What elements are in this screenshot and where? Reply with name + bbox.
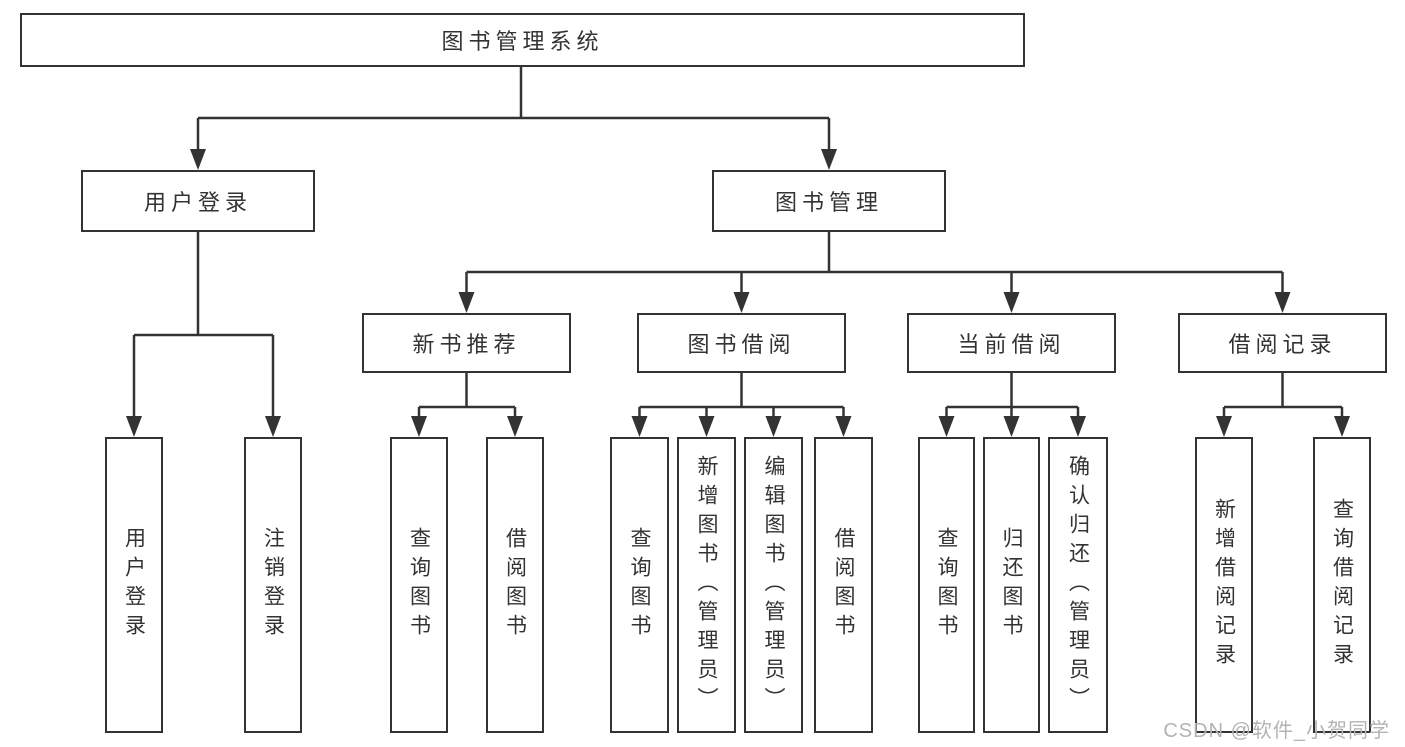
connector-root-to-level2 (196, 67, 831, 152)
node-leaf-query-borrow-record: 查询借阅记录 (1313, 437, 1371, 733)
arrow-icon (631, 416, 648, 437)
node-leaf-query-books-3-label: 查询图书 (935, 527, 959, 643)
node-book-management: 图书管理 (712, 170, 946, 232)
node-leaf-edit-books-admin: 编辑图书（管理员） (744, 437, 803, 733)
node-leaf-user-login: 用户登录 (105, 437, 163, 733)
arrow-icon (1334, 416, 1350, 437)
arrow-icon (1003, 292, 1020, 313)
arrow-icon (458, 292, 475, 313)
node-leaf-edit-books-admin-label: 编辑图书（管理员） (762, 454, 786, 716)
node-user-login: 用户登录 (81, 170, 315, 232)
arrowheads (126, 149, 1350, 437)
arrow-icon (126, 416, 142, 437)
node-new-book-recommend-label: 新书推荐 (412, 332, 521, 357)
connector-book-borrow-to-leaves (638, 373, 845, 419)
node-leaf-confirm-return-admin-label: 确认归还（管理员） (1066, 454, 1090, 716)
node-root: 图书管理系统 (20, 13, 1025, 67)
node-leaf-query-borrow-record-label: 查询借阅记录 (1330, 498, 1354, 672)
node-new-book-recommend: 新书推荐 (362, 313, 571, 373)
node-book-borrow-label: 图书借阅 (687, 332, 796, 357)
node-root-label: 图书管理系统 (441, 29, 604, 54)
node-current-borrow: 当前借阅 (907, 313, 1116, 373)
node-leaf-logout-label: 注销登录 (261, 527, 285, 643)
arrow-icon (1003, 416, 1020, 437)
node-leaf-query-books-1: 查询图书 (390, 437, 448, 733)
node-borrow-records: 借阅记录 (1178, 313, 1387, 373)
arrow-icon (507, 416, 523, 437)
node-current-borrow-label: 当前借阅 (957, 332, 1066, 357)
node-leaf-confirm-return-admin: 确认归还（管理员） (1048, 437, 1108, 733)
node-leaf-borrow-books-1-label: 借阅图书 (503, 527, 527, 643)
node-leaf-add-books-admin-label: 新增图书（管理员） (695, 454, 719, 716)
arrow-icon (265, 416, 281, 437)
node-leaf-query-books-3: 查询图书 (918, 437, 975, 733)
connector-book-management-to-level3 (465, 232, 1284, 295)
node-user-login-label: 用户登录 (143, 190, 252, 215)
arrow-icon (190, 149, 206, 170)
connector-borrow-records-to-leaves (1222, 373, 1344, 419)
arrow-icon (835, 416, 852, 437)
node-leaf-logout: 注销登录 (244, 437, 302, 733)
arrow-icon (765, 416, 782, 437)
arrow-icon (1216, 416, 1232, 437)
arrow-icon (698, 416, 715, 437)
csdn-watermark: CSDN @软件_小贺同学 (1163, 720, 1390, 742)
arrow-icon (1274, 292, 1291, 313)
node-leaf-query-books-2: 查询图书 (610, 437, 669, 733)
node-leaf-query-books-2-label: 查询图书 (628, 527, 652, 643)
arrow-icon (821, 149, 837, 170)
node-leaf-add-books-admin: 新增图书（管理员） (677, 437, 736, 733)
node-leaf-return-books: 归还图书 (983, 437, 1040, 733)
connector-user-login-to-leaves (132, 232, 275, 419)
node-leaf-borrow-books-2-label: 借阅图书 (832, 527, 856, 643)
node-leaf-add-borrow-record-label: 新增借阅记录 (1212, 498, 1236, 672)
node-book-management-label: 图书管理 (774, 190, 883, 215)
arrow-icon (733, 292, 750, 313)
arrow-icon (411, 416, 427, 437)
node-leaf-borrow-books-1: 借阅图书 (486, 437, 544, 733)
node-leaf-user-login-label: 用户登录 (122, 527, 146, 643)
node-leaf-add-borrow-record: 新增借阅记录 (1195, 437, 1253, 733)
connector-current-borrow-to-leaves (945, 373, 1080, 419)
node-leaf-borrow-books-2: 借阅图书 (814, 437, 873, 733)
arrow-icon (1070, 416, 1086, 437)
arrow-icon (938, 416, 955, 437)
node-leaf-return-books-label: 归还图书 (1000, 527, 1024, 643)
node-borrow-records-label: 借阅记录 (1228, 332, 1337, 357)
node-leaf-query-books-1-label: 查询图书 (407, 527, 431, 643)
connector-new-book-recommend-to-leaves (417, 373, 517, 419)
node-book-borrow: 图书借阅 (637, 313, 846, 373)
